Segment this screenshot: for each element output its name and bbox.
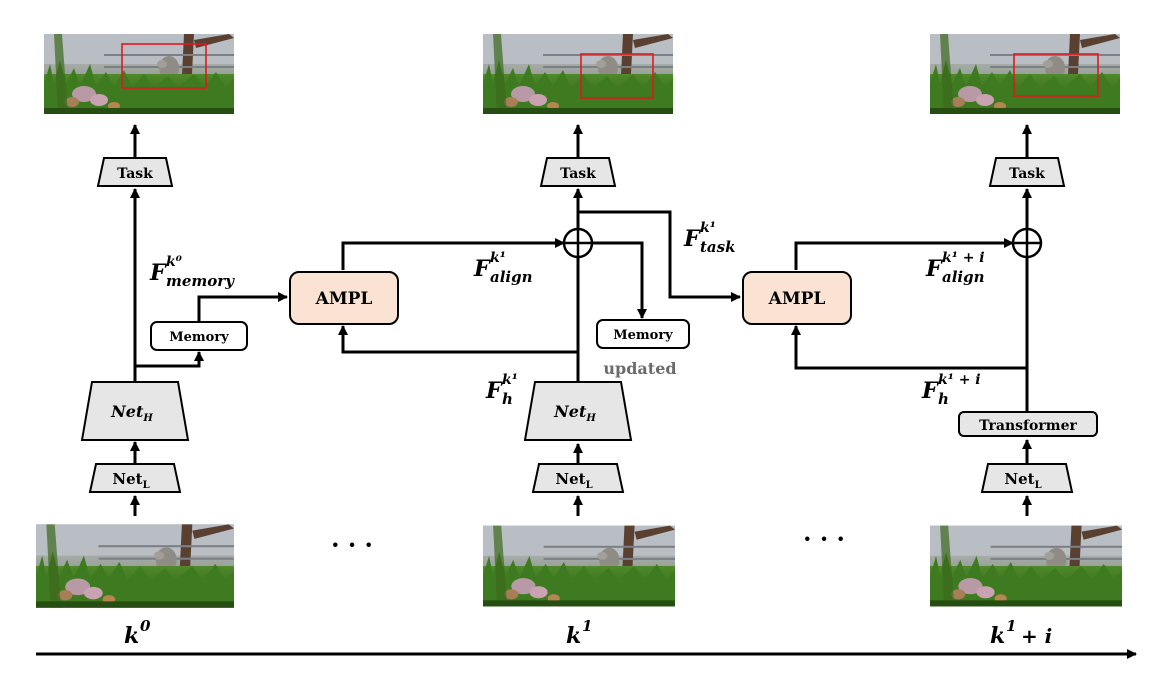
ampl-block-2: AMPL [742, 271, 852, 325]
feature-superscript: k¹ [490, 250, 506, 266]
task-label: Task [1009, 166, 1045, 182]
ellipsis-2: · · · [803, 524, 845, 553]
feature-symbol: F [473, 256, 491, 282]
net-h-2: NetH [523, 381, 633, 441]
feature-superscript: k¹ + i [938, 372, 981, 388]
svg-text:NetH: NetH [110, 402, 153, 424]
time-superscript: 1 [1006, 617, 1016, 635]
input-image-3 [930, 525, 1122, 607]
feature-h-1-label: F k¹ h [485, 372, 518, 408]
feature-subscript: align [942, 268, 985, 286]
sum-node-2 [1011, 227, 1043, 259]
detection-box [121, 43, 207, 89]
ampl-label: AMPL [315, 289, 373, 309]
time-superscript: 0 [140, 617, 151, 635]
time-superscript: 1 [582, 617, 592, 635]
feature-superscript: k¹ + i [942, 250, 985, 266]
ampl-label: AMPL [768, 289, 826, 309]
net-l-1: NetL [88, 463, 182, 493]
memory-label: Memory [613, 328, 673, 343]
net-l-2: NetL [531, 463, 625, 493]
output-image-3 [930, 34, 1120, 114]
feature-symbol: F [485, 378, 503, 404]
sum-node-1 [562, 227, 594, 259]
time-label-k1-plus-i: k 1 + i [990, 617, 1052, 649]
memory-label: Memory [169, 330, 229, 345]
net-l-label: Net [555, 470, 585, 488]
transformer-label: Transformer [979, 418, 1077, 434]
net-l-subscript: L [1035, 480, 1042, 491]
net-l-subscript: L [143, 480, 150, 491]
time-base: k [990, 623, 1005, 649]
feature-symbol: F [925, 256, 943, 282]
net-l-subscript: L [586, 480, 593, 491]
feature-symbol: F [683, 226, 701, 252]
feature-subscript: h [502, 390, 513, 408]
svg-text:NetL: NetL [555, 470, 592, 491]
memory-block-2: Memory [596, 319, 690, 349]
task-label: Task [560, 166, 596, 182]
feature-memory-label: F k⁰ memory [149, 254, 235, 290]
input-image-2 [483, 525, 675, 607]
net-h-1: NetH [80, 381, 190, 441]
time-label-k0: k 0 [124, 617, 151, 649]
feature-symbol: F [921, 378, 939, 404]
net-l-label: Net [1004, 470, 1034, 488]
svg-text:NetL: NetL [1004, 470, 1041, 491]
feature-align-2-label: F k¹ + i align [925, 250, 985, 286]
feature-task-1-label: F k¹ task [683, 220, 736, 256]
input-image-1 [36, 524, 234, 608]
memory-block-1: Memory [150, 321, 248, 351]
feature-superscript: k¹ [502, 372, 518, 388]
feature-align-1-label: F k¹ align [473, 250, 533, 286]
net-l-label: Net [112, 470, 142, 488]
net-l-3: NetL [980, 463, 1074, 493]
detection-box [1013, 53, 1099, 97]
feature-subscript: h [938, 390, 949, 408]
task-head-3: Task [988, 157, 1066, 187]
feature-superscript: k⁰ [166, 254, 182, 270]
ellipsis-1: · · · [331, 530, 373, 559]
detection-box [580, 53, 654, 99]
task-head-2: Task [539, 157, 617, 187]
output-image-1 [44, 34, 234, 114]
time-label-k1: k 1 [566, 617, 592, 649]
feature-h-2-label: F k¹ + i h [921, 372, 981, 408]
svg-text:NetH: NetH [553, 402, 596, 424]
net-h-subscript: H [142, 413, 153, 424]
transformer-block: Transformer [958, 411, 1098, 437]
feature-symbol: F [149, 260, 167, 286]
net-h-label: Net [110, 402, 144, 421]
time-suffix: + i [1014, 624, 1052, 648]
task-label: Task [117, 166, 153, 182]
feature-subscript: task [700, 238, 736, 256]
output-image-2 [483, 34, 673, 114]
svg-text:NetL: NetL [112, 470, 149, 491]
connectors [36, 124, 1137, 659]
feature-subscript: align [490, 268, 533, 286]
feature-superscript: k¹ [700, 220, 716, 236]
updated-label: updated [603, 359, 676, 378]
task-head-1: Task [96, 157, 174, 187]
time-base: k [566, 623, 581, 649]
net-h-subscript: H [585, 413, 596, 424]
feature-subscript: memory [166, 272, 235, 290]
ampl-block-1: AMPL [289, 271, 399, 325]
net-h-label: Net [553, 402, 587, 421]
time-base: k [124, 623, 139, 649]
